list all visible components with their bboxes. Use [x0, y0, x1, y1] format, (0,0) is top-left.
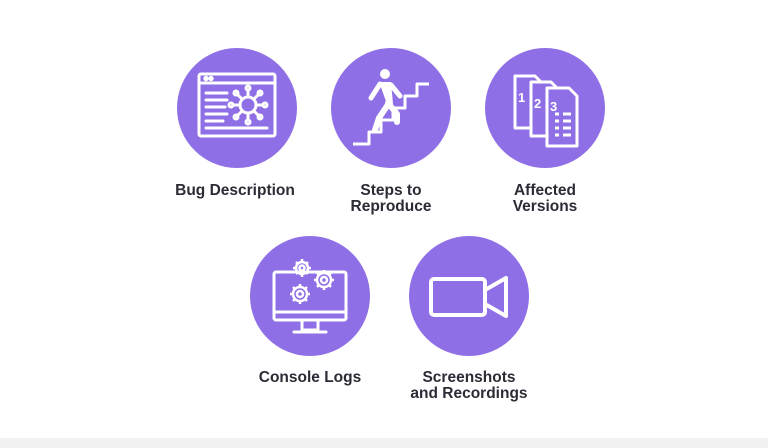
- console-logs-label: Console Logs: [258, 369, 362, 386]
- browser-bug-icon: [197, 72, 277, 138]
- steps-to-reproduce-label: Steps to Reproduce: [350, 182, 432, 215]
- numbered-documents-icon: 1 2 3: [513, 74, 579, 148]
- monitor-gears-icon: [272, 259, 348, 334]
- bottom-strip: [0, 438, 768, 448]
- document-number-1: 1: [518, 90, 525, 105]
- affected-versions-label: Affected Versions: [512, 182, 578, 215]
- document-number-3: 3: [550, 99, 557, 114]
- bug-description-label: Bug Description: [175, 182, 295, 199]
- screenshots-recordings-circle: [409, 236, 529, 356]
- person-stairs-icon: [353, 69, 429, 146]
- affected-versions-circle: 1 2 3: [485, 48, 605, 168]
- console-logs-circle: [250, 236, 370, 356]
- bug-description-circle: [177, 48, 297, 168]
- screenshots-recordings-label: Screenshots and Recordings: [410, 369, 528, 402]
- video-camera-icon: [429, 276, 508, 318]
- steps-to-reproduce-circle: [331, 48, 451, 168]
- document-number-2: 2: [534, 96, 541, 111]
